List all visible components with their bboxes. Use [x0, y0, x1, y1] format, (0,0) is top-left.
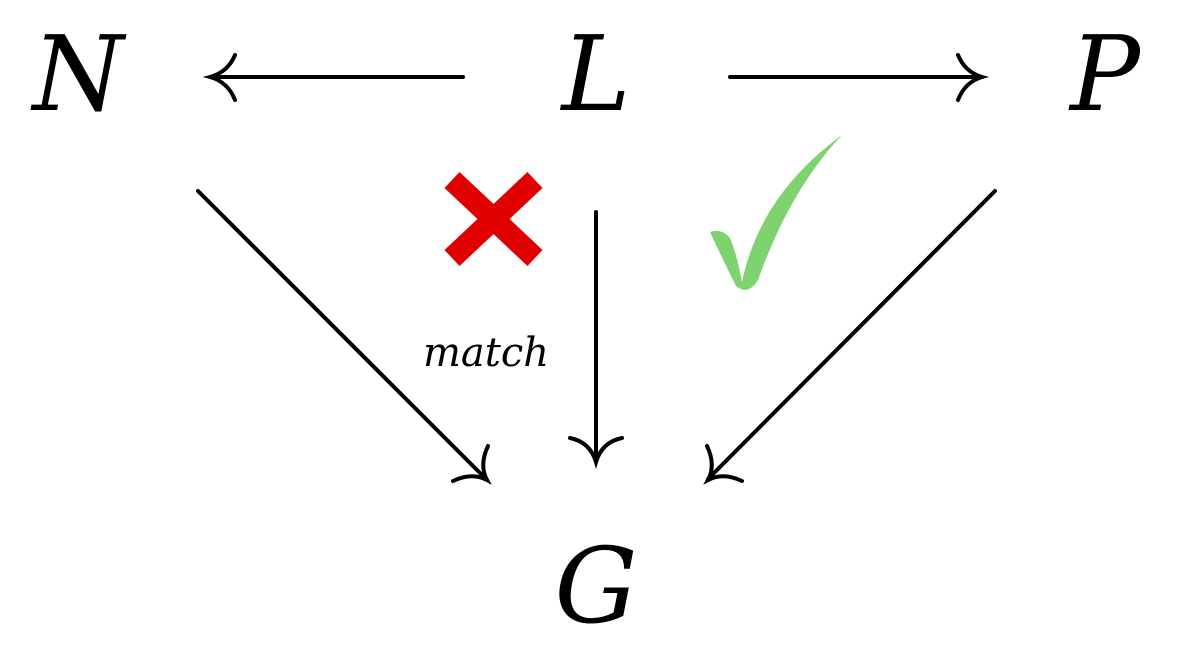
node-l: L: [559, 13, 630, 135]
cross-icon: [444, 171, 543, 267]
node-n: N: [30, 13, 127, 135]
arrow-n-to-g: [196, 189, 492, 485]
check-icon: [710, 135, 842, 290]
arrow-l-to-p: [728, 53, 990, 102]
node-g: G: [554, 525, 637, 647]
node-p: P: [1068, 13, 1142, 135]
arrow-l-to-n: [202, 53, 465, 102]
edge-label-match: match: [423, 330, 549, 376]
arrow-p-to-g: [703, 189, 997, 485]
arrow-l-to-g: [568, 210, 624, 469]
